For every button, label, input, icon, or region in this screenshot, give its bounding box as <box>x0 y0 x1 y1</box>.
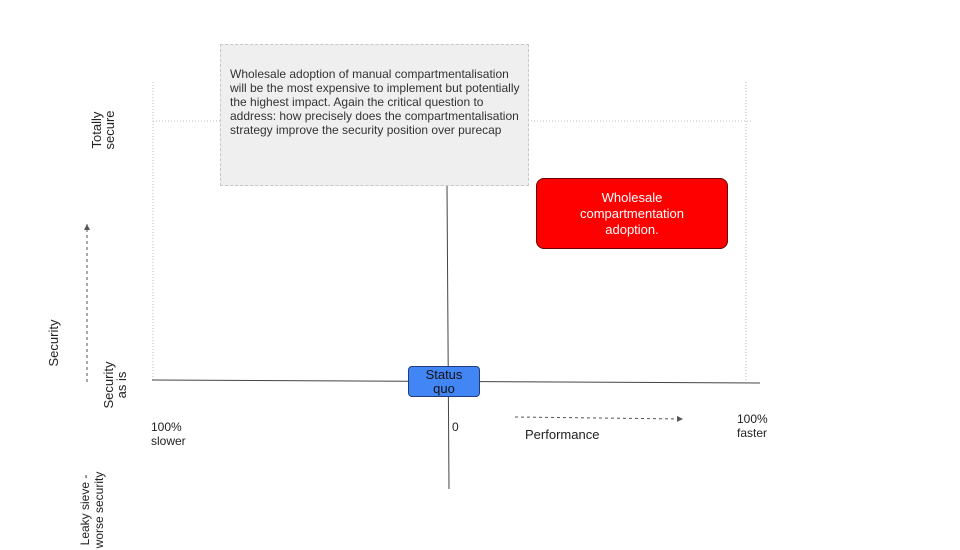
wholesale-compartmentation-box: Wholesale compartmentation adoption. <box>536 178 728 249</box>
y-top-label: Totally secure <box>89 110 117 150</box>
red-box-text: Wholesale compartmentation adoption. <box>579 189 685 237</box>
y-middle-label: Security as is <box>101 361 129 409</box>
x-left-label: 100% slower <box>151 420 186 448</box>
note-text: Wholesale adoption of manual compartment… <box>230 67 520 137</box>
x-axis-title: Performance <box>525 427 600 442</box>
y-bottom-label: Leaky sieve - worse security <box>78 471 106 549</box>
blue-box-text: Status quo <box>425 366 463 396</box>
note-box: Wholesale adoption of manual compartment… <box>220 44 529 186</box>
status-quo-box: Status quo <box>408 366 480 397</box>
y-axis-title: Security <box>46 319 61 367</box>
performance-arrow <box>514 415 684 422</box>
x-right-label: 100% faster <box>737 412 768 440</box>
vertical-axis <box>446 185 450 490</box>
x-center-label: 0 <box>452 420 459 434</box>
